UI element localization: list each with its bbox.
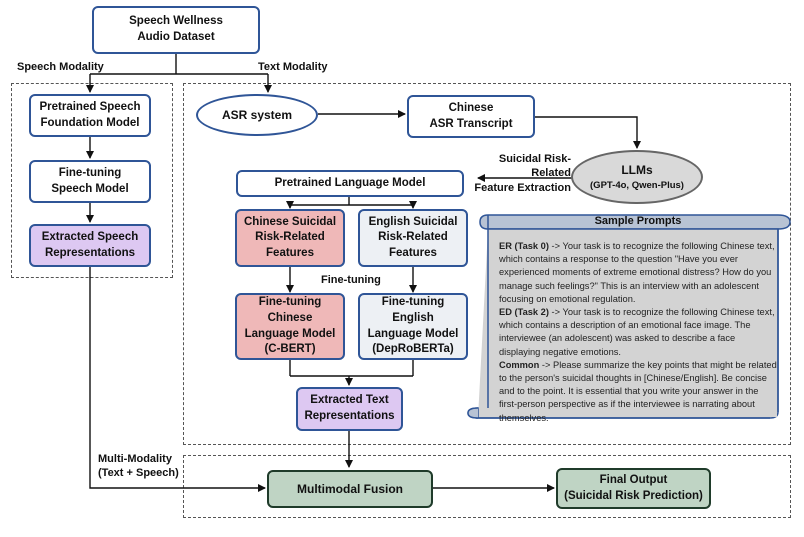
llms-models: (GPT-4o, Qwen-Plus) xyxy=(590,180,684,191)
llms-node: LLMs (GPT-4o, Qwen-Plus) xyxy=(571,150,703,204)
extracted-text-representations: Extracted Text Representations xyxy=(296,387,403,431)
english-features: English Suicidal Risk-Related Features xyxy=(358,209,468,267)
multimodal-fusion: Multimodal Fusion xyxy=(267,470,433,508)
prompt-text: -> Please summarize the key points that … xyxy=(499,359,777,423)
speech-wellness-dataset: Speech Wellness Audio Dataset xyxy=(92,6,260,54)
prompt-item: Common -> Please summarize the key point… xyxy=(499,359,779,425)
prompt-item: ED (Task 2) -> Your task is to recognize… xyxy=(499,306,779,359)
llms-title: LLMs xyxy=(621,163,653,177)
prompt-item: ER (Task 0) -> Your task is to recognize… xyxy=(499,240,779,306)
fusion-region xyxy=(183,455,791,518)
finetune-speech-model: Fine-tuning Speech Model xyxy=(29,160,151,203)
chinese-language-model: Fine-tuning Chinese Language Model (C-BE… xyxy=(235,293,345,360)
sample-prompts-body: ER (Task 0) -> Your task is to recognize… xyxy=(499,240,779,425)
sample-prompts-title: Sample Prompts xyxy=(594,215,682,227)
prompt-tag: ED (Task 2) xyxy=(499,307,549,318)
sample-prompts-scroll xyxy=(467,214,791,419)
text-modality-region xyxy=(183,83,791,445)
speech-modality-label: Speech Modality xyxy=(17,61,104,73)
final-output: Final Output (Suicidal Risk Prediction) xyxy=(556,468,711,509)
text-modality-label: Text Modality xyxy=(258,61,328,73)
prompt-tag: ER (Task 0) xyxy=(499,241,549,251)
asr-system: ASR system xyxy=(196,94,318,136)
finetuning-label: Fine-tuning xyxy=(321,274,381,286)
chinese-features: Chinese Suicidal Risk-Related Features xyxy=(235,209,345,267)
chinese-asr-transcript: Chinese ASR Transcript xyxy=(407,95,535,138)
extracted-speech-representations: Extracted Speech Representations xyxy=(29,224,151,267)
pretrained-language-model: Pretrained Language Model xyxy=(236,170,464,197)
prompt-text: -> Your task is to recognize the followi… xyxy=(499,307,775,357)
multi-modality-label: Multi-Modality (Text + Speech) xyxy=(98,453,179,480)
feature-extraction-label: Suicidal Risk-Related Feature Extraction xyxy=(474,153,571,194)
english-language-model: Fine-tuning English Language Model (DepR… xyxy=(358,293,468,360)
prompt-text: -> Your task is to recognize the followi… xyxy=(499,241,775,304)
prompt-tag: Common xyxy=(499,359,540,370)
pretrained-speech-model: Pretrained Speech Foundation Model xyxy=(29,94,151,137)
speech-modality-region xyxy=(11,83,173,278)
